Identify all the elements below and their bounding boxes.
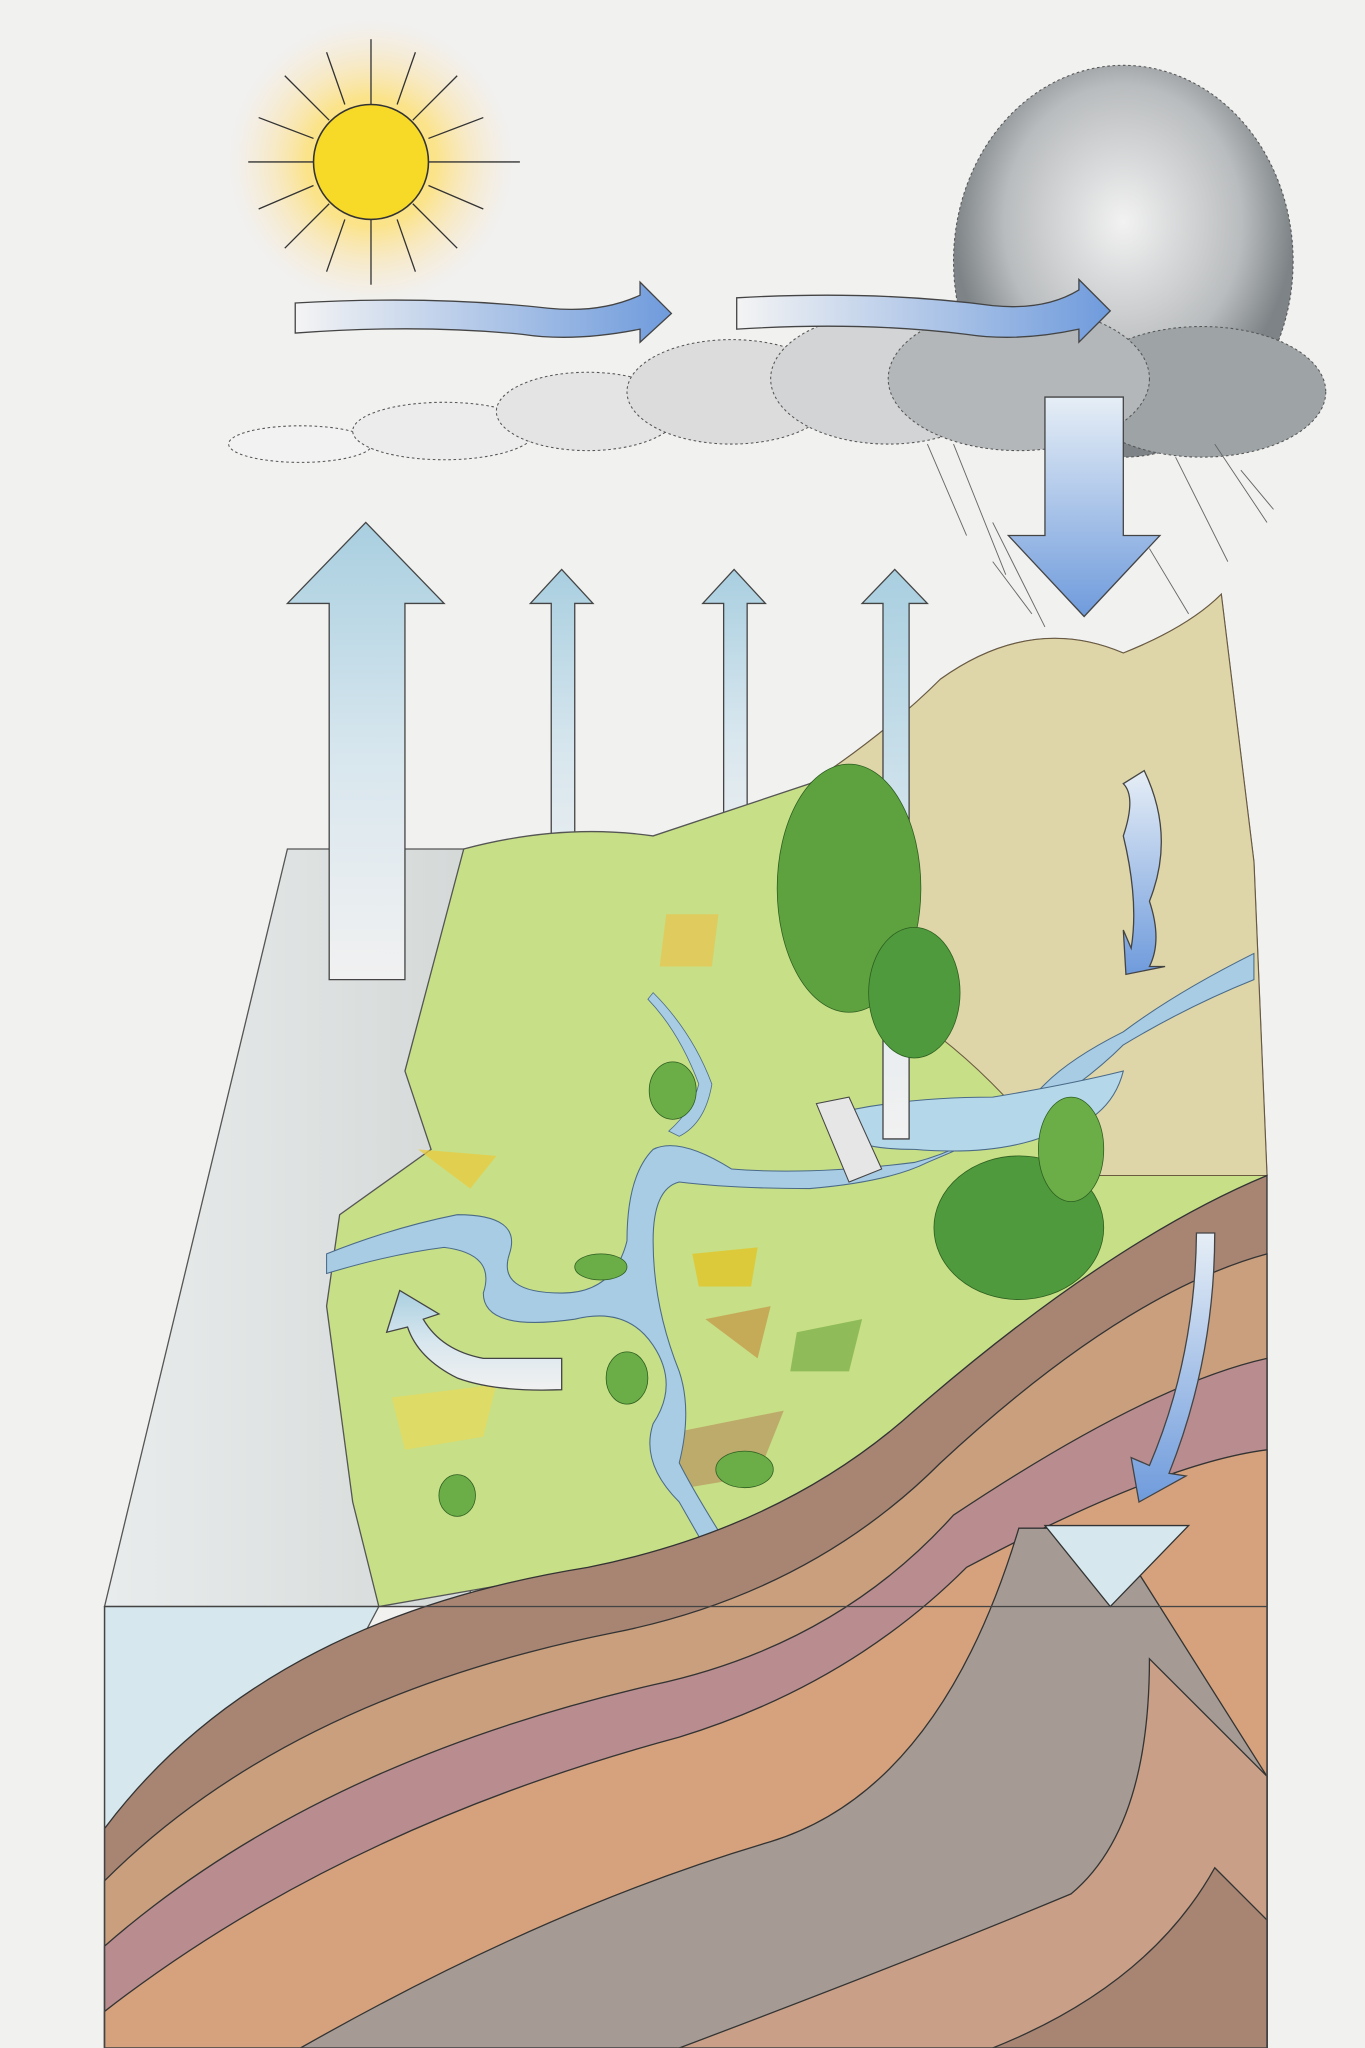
- transport-arrow: [736, 277, 1112, 344]
- forest: [438, 763, 1105, 1517]
- runoff-arrow: [1122, 769, 1166, 976]
- precipitation-arrow: [1006, 396, 1162, 618]
- dam: [815, 1096, 883, 1183]
- evaporation-arrow: [285, 521, 446, 981]
- fields: [391, 914, 863, 1489]
- cloud: [228, 64, 1327, 463]
- groundwater: [1043, 1524, 1191, 1608]
- transport-arrow: [294, 280, 673, 344]
- rock-strata: [103, 1174, 1268, 2048]
- infiltration-arrow: [1130, 1232, 1216, 1504]
- rain: [926, 443, 1274, 628]
- sun-icon: [227, 18, 520, 306]
- river: [326, 952, 1255, 1549]
- surface-flow-arrow: [385, 1289, 563, 1391]
- river-upper: [647, 992, 713, 1137]
